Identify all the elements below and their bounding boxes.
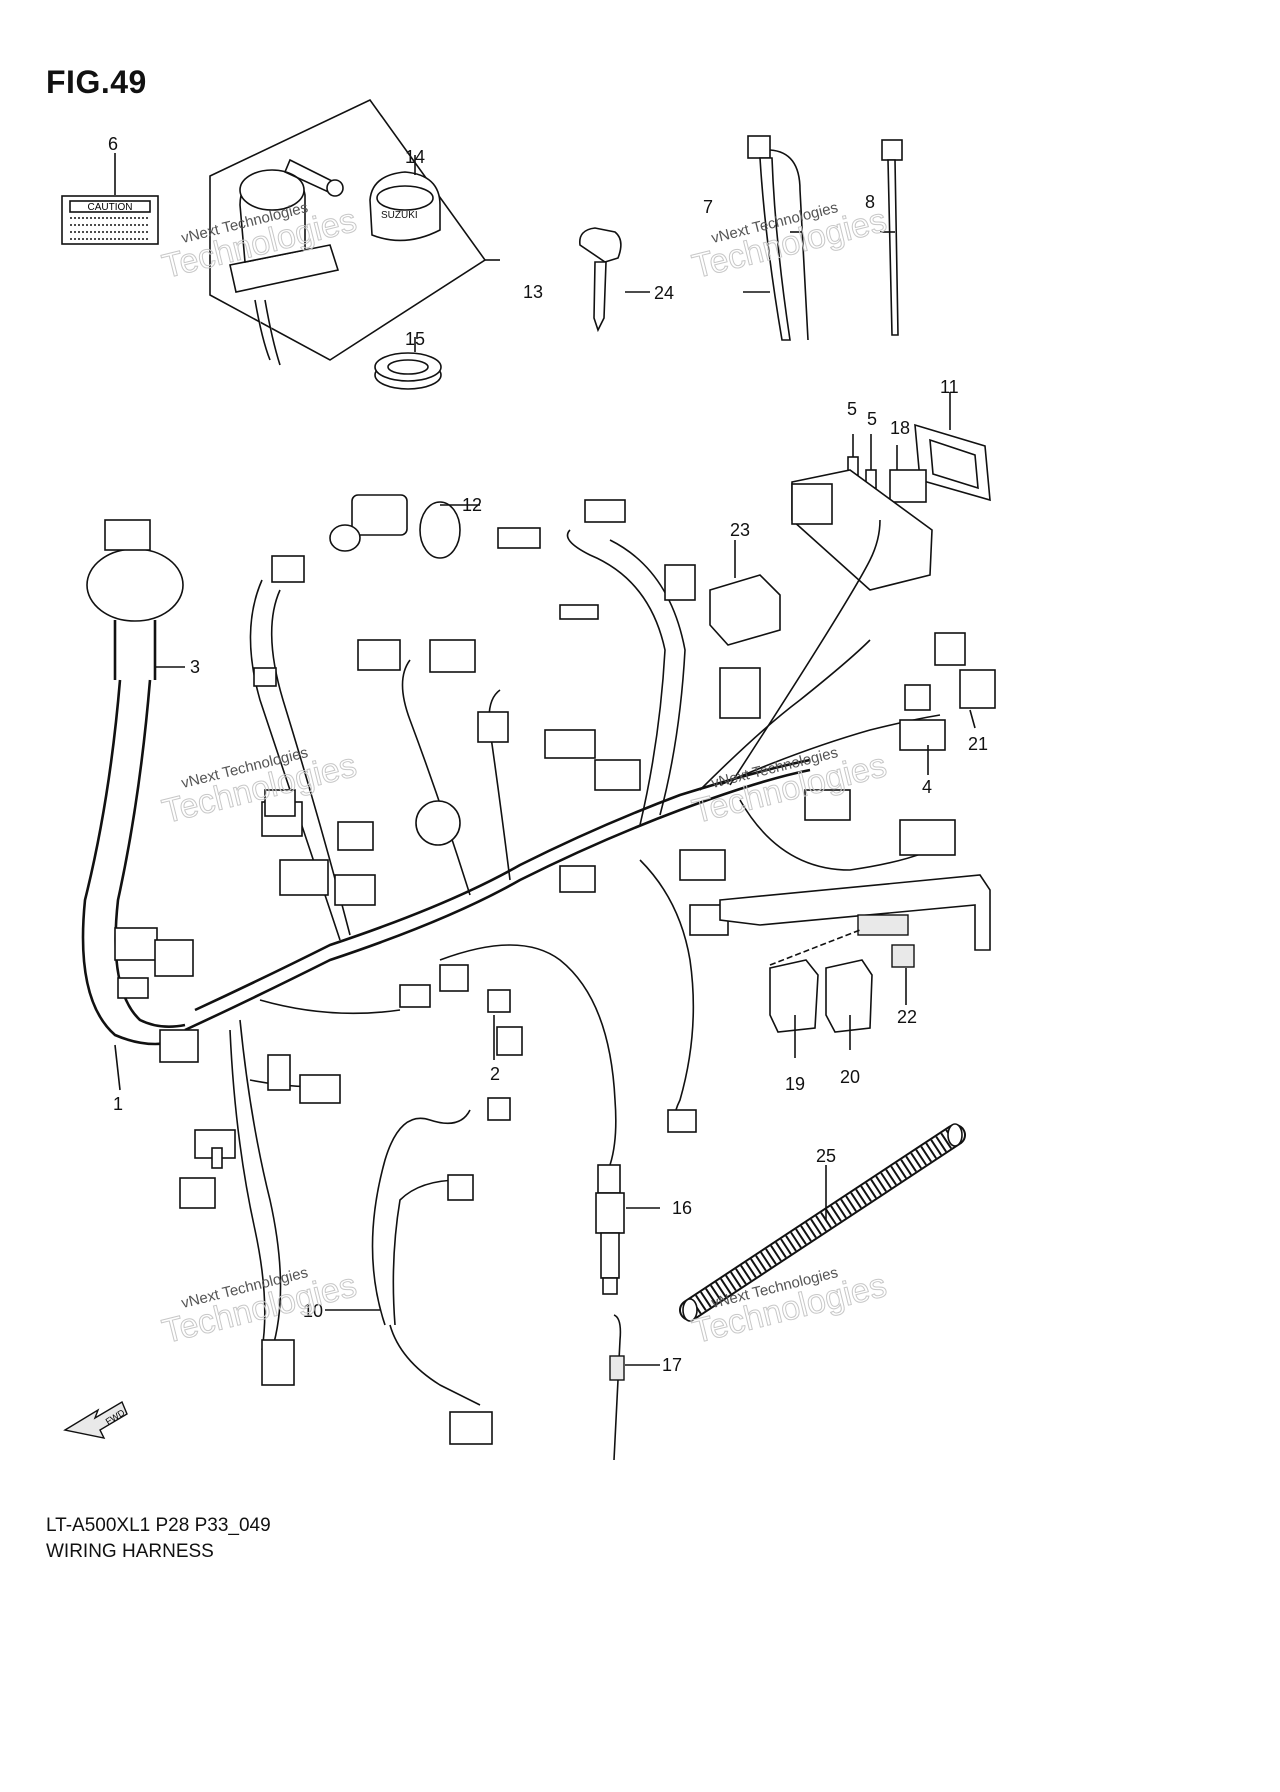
ignition-key-cover: SUZUKI: [369, 171, 441, 242]
sensor-16: [595, 1164, 625, 1295]
callout-22: 22: [897, 1007, 917, 1027]
figure-title: FIG.49: [46, 64, 147, 100]
watermarks: vNext Technologies Technologies vNext Te…: [158, 199, 891, 1351]
fuse-box: [791, 469, 933, 591]
callout-15: 15: [405, 329, 425, 349]
callout-14: 14: [405, 147, 425, 167]
fuse-5a: [847, 434, 859, 476]
callout-11: 11: [940, 377, 959, 397]
cable-tie-8: [881, 139, 903, 336]
relay-23: [709, 540, 781, 646]
callout-18: 18: [890, 418, 910, 438]
main-wiring-harness: [81, 519, 951, 1406]
harness-connectors: [114, 499, 996, 1445]
callout-10: 10: [303, 1301, 323, 1321]
callout-labels: 1 2 3 4 5 5 6 7 8 10 11 12 13 14 15 16 1…: [108, 134, 988, 1375]
callout-5b: 5: [867, 409, 877, 429]
watermark-5: vNext Technologies Technologies: [158, 1264, 361, 1351]
watermark-4: vNext Technologies Technologies: [688, 744, 891, 831]
callout-24: 24: [654, 283, 674, 303]
cable-tie-7: [747, 135, 809, 341]
callout-4: 4: [922, 777, 932, 797]
watermark-2: vNext Technologies Technologies: [688, 199, 891, 286]
watermark-3: vNext Technologies Technologies: [158, 744, 361, 831]
callout-2: 2: [490, 1064, 500, 1084]
callout-leaders: [114, 153, 976, 1366]
caution-text: CAUTION: [88, 202, 133, 213]
callout-17: 17: [662, 1355, 682, 1375]
bracket-22: [719, 874, 991, 1005]
ignition-key: [578, 227, 622, 333]
spring-clip-17: [609, 1314, 625, 1461]
callout-25: 25: [816, 1146, 836, 1166]
callout-12: 12: [462, 495, 482, 515]
diagram-caption: WIRING HARNESS: [46, 1541, 214, 1562]
callout-21: 21: [968, 734, 988, 754]
fuse-holder-11: [914, 392, 991, 502]
connector-cover-20: [825, 959, 873, 1033]
callout-3: 3: [190, 657, 200, 677]
callout-7: 7: [703, 197, 713, 217]
model-code: LT-A500XL1 P28 P33_049: [46, 1515, 271, 1536]
fuse-5b: [865, 434, 877, 489]
corrugated-conduit: [679, 1123, 966, 1322]
power-socket: [329, 494, 480, 559]
callout-1: 1: [113, 1094, 123, 1114]
connector-cover-19: [769, 959, 819, 1033]
callout-5a: 5: [847, 399, 857, 419]
callout-23: 23: [730, 520, 750, 540]
callout-8: 8: [865, 192, 875, 212]
suzuki-logo: SUZUKI: [381, 210, 418, 221]
switch-nut: [374, 352, 442, 390]
fwd-arrow: FWD: [63, 1400, 128, 1439]
watermark-6: vNext Technologies Technologies: [688, 1264, 891, 1351]
callout-20: 20: [840, 1067, 860, 1087]
callout-16: 16: [672, 1198, 692, 1218]
callout-19: 19: [785, 1074, 805, 1094]
callout-6: 6: [108, 134, 118, 154]
ignition-switch-kit-frame: [209, 98, 500, 361]
callout-13: 13: [523, 282, 543, 302]
ignition-switch: [229, 158, 344, 366]
relay-18: [889, 445, 927, 503]
caution-label: CAUTION: [61, 195, 159, 245]
